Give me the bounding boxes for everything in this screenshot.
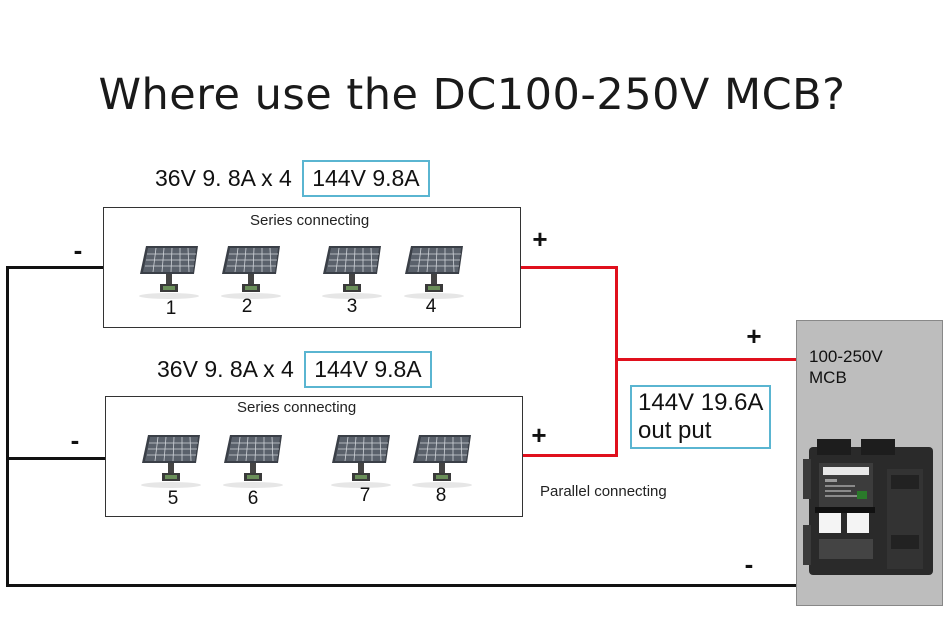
output-rating-box: 144V 19.6A out put [630, 385, 772, 449]
solar-panel-icon [140, 434, 202, 489]
output-minus-sign: - [744, 549, 754, 579]
positive-wire-bottom-stub [521, 454, 618, 457]
negative-wire-top-stub [8, 266, 104, 269]
top-spec-prefix: 36V 9. 8A x 4 [155, 165, 292, 191]
mcb-panel: 100-250V MCB [796, 320, 943, 606]
solar-panel-icon [321, 245, 383, 300]
top-plus-sign: + [532, 224, 548, 254]
top-panel-title: Series connecting [250, 212, 370, 229]
bottom-spec-boxed: 144V 9.8A [304, 351, 432, 388]
bottom-plus-sign: + [531, 420, 547, 450]
panel-number: 4 [425, 296, 437, 317]
page-title: Where use the DC100-250V MCB? [98, 70, 846, 120]
bottom-panel-group: Series connecting 5 6 7 8 [105, 396, 523, 517]
solar-panel-icon [222, 434, 284, 489]
parallel-label: Parallel connecting [540, 483, 667, 500]
panel-number: 1 [165, 298, 177, 319]
panel-number: 7 [359, 485, 371, 506]
positive-wire-vertical [615, 266, 618, 457]
bottom-panel-title: Series connecting [237, 399, 357, 416]
solar-panel-icon [330, 434, 392, 489]
bottom-group-spec: 36V 9. 8A x 4 144V 9.8A [157, 351, 432, 388]
bottom-minus-sign: - [70, 425, 80, 455]
panel-number: 3 [346, 296, 358, 317]
negative-wire-vertical [6, 266, 9, 587]
panel-number: 8 [435, 485, 447, 506]
panel-number: 6 [247, 488, 259, 509]
solar-panel-icon [138, 245, 200, 300]
top-minus-sign: - [73, 235, 83, 265]
top-panel-group: Series connecting 1 2 3 4 [103, 207, 521, 328]
output-rating-line1: 144V 19.6A [638, 389, 764, 416]
output-plus-sign: + [746, 321, 762, 351]
top-group-spec: 36V 9. 8A x 4 144V 9.8A [155, 160, 430, 197]
negative-wire-to-mcb [6, 584, 796, 587]
bottom-spec-prefix: 36V 9. 8A x 4 [157, 356, 294, 382]
solar-panel-icon [411, 434, 473, 489]
mcb-label-line1: 100-250V [809, 347, 883, 366]
mcb-label-line2: MCB [809, 368, 847, 387]
negative-wire-bottom-stub [8, 457, 106, 460]
panel-number: 5 [167, 488, 179, 509]
solar-panel-icon [403, 245, 465, 300]
output-rating-line2: out put [638, 417, 712, 444]
panel-number: 2 [241, 296, 253, 317]
positive-wire-top-stub [520, 266, 618, 269]
solar-panel-icon [220, 245, 282, 300]
top-spec-boxed: 144V 9.8A [302, 160, 430, 197]
positive-wire-to-mcb [615, 358, 796, 361]
circuit-breaker-icon [803, 439, 933, 575]
